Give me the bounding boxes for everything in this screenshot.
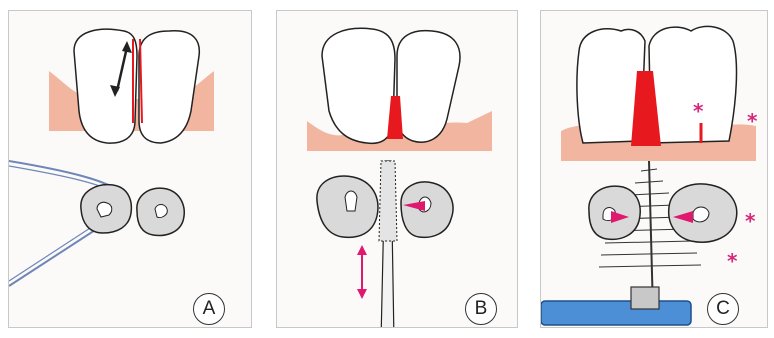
double-arrow-icon (357, 245, 367, 299)
interdental-toothpick-icon (379, 161, 397, 328)
panel-label-a: A (193, 293, 225, 325)
panel-label-b: B (465, 293, 497, 325)
molar-right (649, 26, 736, 143)
floss-illustration (9, 11, 252, 328)
toothpick-illustration (277, 11, 518, 328)
tooth-left (322, 28, 395, 143)
interdental-brush-icon (541, 161, 701, 325)
marker-star: * (693, 101, 703, 121)
marker-star: * (747, 111, 757, 131)
pulp-right (155, 205, 167, 218)
panel-b-toothpick: B (276, 10, 518, 328)
marker-star: * (727, 251, 737, 271)
pulp-right (693, 207, 709, 222)
marker-star: * (745, 211, 755, 231)
pulp-left (345, 191, 357, 211)
brush-illustration (541, 11, 768, 328)
panel-c-brush: * * * * C (540, 10, 768, 328)
panel-a-floss: A (8, 10, 252, 328)
panel-label-c: C (707, 293, 739, 325)
